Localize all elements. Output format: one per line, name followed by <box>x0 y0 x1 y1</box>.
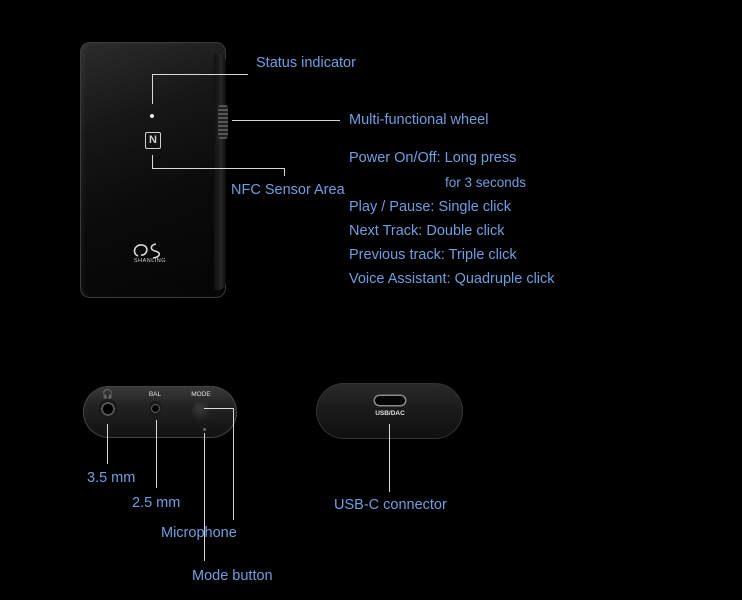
multi-functional-wheel <box>218 105 228 139</box>
jack-3-5mm <box>98 399 118 419</box>
status-callout-hline <box>152 74 248 75</box>
mic-callout-v <box>233 408 234 520</box>
mode-button-label: Mode button <box>192 568 273 584</box>
prev-track-label: Previous track: Triple click <box>349 247 517 263</box>
device-front <box>80 42 226 298</box>
jack-25-label: 2.5 mm <box>132 495 181 511</box>
play-pause-label: Play / Pause: Single click <box>349 199 511 215</box>
nfc-callout-hline <box>152 168 284 169</box>
power-function-label: Power On/Off: Long press <box>349 150 517 166</box>
nfc-callout-drop <box>284 168 285 176</box>
brand-name: SHANLING <box>133 258 167 264</box>
usb-c-port <box>375 396 405 405</box>
status-callout-vline <box>152 74 153 104</box>
status-indicator-label: Status indicator <box>256 55 356 71</box>
usb-dac-text: USB/DAC <box>375 410 405 417</box>
mic-callout-h <box>204 408 234 409</box>
nfc-area-label: NFC Sensor Area <box>231 182 345 198</box>
microphone-label: Microphone <box>161 525 237 541</box>
device-side-edge <box>214 54 226 290</box>
mode-callout <box>204 433 205 561</box>
mode-text: MODE <box>191 391 211 398</box>
wheel-callout-line <box>232 120 340 121</box>
jack-35-label: 3.5 mm <box>87 470 136 486</box>
nfc-icon: N <box>145 132 161 149</box>
microphone-hole <box>203 428 206 431</box>
shanling-logo-icon <box>133 243 161 259</box>
bal-text: BAL <box>148 391 162 398</box>
wheel-label: Multi-functional wheel <box>349 112 489 128</box>
jack25-callout <box>156 420 157 488</box>
headphone-icon: 🎧 <box>102 389 114 399</box>
power-function-cont: for 3 seconds <box>445 175 527 190</box>
jack-2-5mm <box>150 401 161 416</box>
usbc-callout <box>389 424 390 492</box>
status-indicator-light <box>150 114 154 118</box>
nfc-callout-vline <box>152 155 153 169</box>
next-track-label: Next Track: Double click <box>349 223 505 239</box>
jack35-callout <box>107 424 108 464</box>
mode-button-knob <box>192 401 212 421</box>
usbc-label: USB-C connector <box>334 497 447 513</box>
voice-assistant-label: Voice Assistant: Quadruple click <box>349 271 555 287</box>
